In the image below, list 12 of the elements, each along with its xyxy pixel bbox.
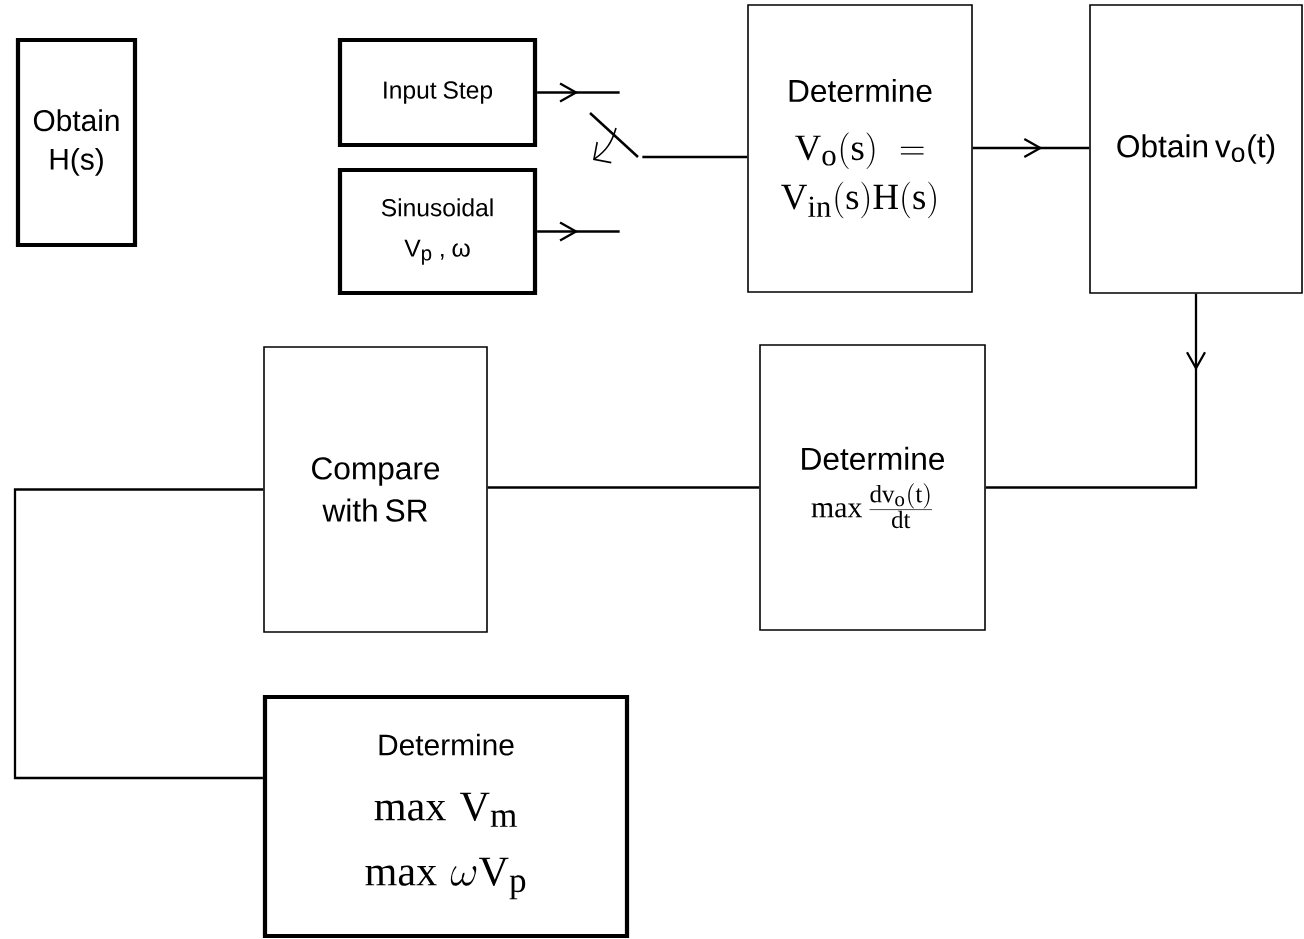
connector-line: [487, 486, 760, 489]
process-box: Sinusoidal V$_{p}$ , ω: [337, 167, 538, 296]
process-box: Compare with SR: [263, 346, 488, 633]
process-box: Input Step: [337, 37, 538, 148]
process-box: Obtain H(s): [15, 37, 138, 248]
process-box: Determine $\max \frac{dv_o(t)}{dt}$: [759, 344, 986, 631]
process-box: Obtain v$_{o}$(t): [1089, 4, 1303, 294]
switch-drawing: [589, 112, 639, 164]
process-box: Determine $V_o(s) = V_{in}(s)H(s)$: [747, 4, 973, 293]
process-box: Determine $\max\ V_m$ $\max\ \omega V_p$: [262, 694, 630, 939]
connector-line: [13, 488, 264, 780]
connector-line: [642, 155, 748, 159]
